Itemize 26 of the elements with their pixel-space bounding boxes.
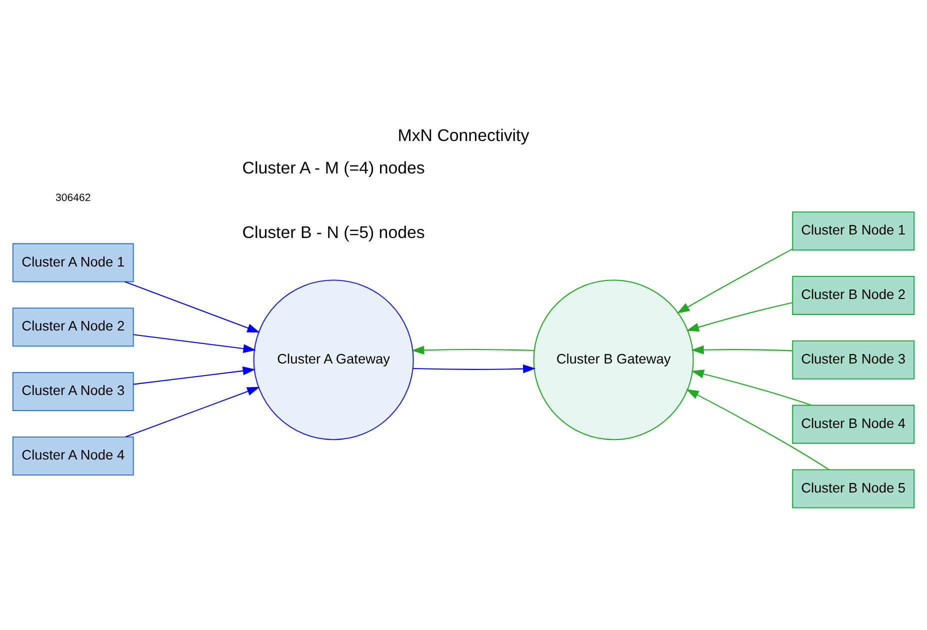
arrow xyxy=(124,280,260,332)
node-box: Cluster B Node 4 xyxy=(792,404,915,444)
label: Cluster A - M (=4) nodes xyxy=(242,158,425,178)
arrow xyxy=(691,369,812,406)
arrow xyxy=(691,344,793,354)
arrow xyxy=(686,388,830,470)
node-box: Cluster A Node 3 xyxy=(12,372,134,411)
node-box: Cluster B Node 5 xyxy=(792,468,915,508)
arrow xyxy=(676,248,794,313)
arrow xyxy=(413,364,536,373)
arrow xyxy=(133,366,256,384)
node-box: Cluster A Node 1 xyxy=(12,242,134,282)
node-box: Cluster B Node 3 xyxy=(792,340,915,379)
arrow xyxy=(125,386,260,437)
label: Cluster B - N (=5) nodes xyxy=(242,222,425,242)
node-box: Cluster A Node 2 xyxy=(12,307,134,346)
arrow xyxy=(133,334,256,352)
node-circle: Cluster A Gateway xyxy=(253,279,414,440)
label: 306462 xyxy=(56,191,91,204)
arrow xyxy=(412,345,534,354)
node-circle: Cluster B Gateway xyxy=(533,279,694,440)
node-box: Cluster B Node 1 xyxy=(792,210,915,250)
diagram-title: MxN Connectivity xyxy=(398,125,530,144)
arrow xyxy=(686,302,793,331)
node-box: Cluster A Node 4 xyxy=(12,436,134,476)
node-box: Cluster B Node 2 xyxy=(792,275,915,314)
